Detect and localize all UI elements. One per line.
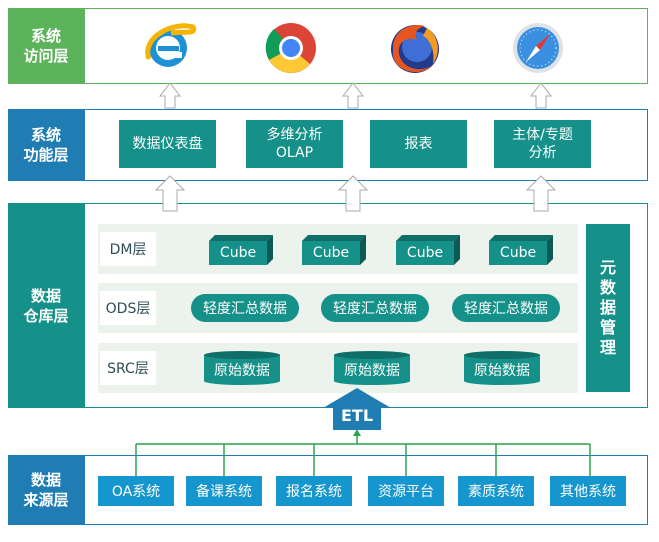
layer-label-warehouse: 数据 仓库层 [8, 203, 84, 408]
access-frame [84, 8, 648, 84]
firefox-icon [387, 20, 443, 76]
up-arrow [529, 82, 553, 109]
chrome-icon [263, 20, 319, 76]
dm-layer-label: DM层 [100, 232, 156, 266]
function-box-olap: 多维分析 OLAP [246, 120, 343, 168]
ods-summary-data: 轻度汇总数据 [452, 294, 560, 322]
ods-summary-data: 轻度汇总数据 [191, 294, 299, 322]
green-arrow-head [353, 429, 361, 436]
etl-arrow [323, 388, 391, 430]
src-raw-data-cylinder: 原始数据 [464, 351, 540, 385]
layer-label-source: 数据 来源层 [8, 455, 84, 525]
up-arrow [158, 82, 182, 109]
dm-cube: Cube [396, 235, 460, 265]
safari-icon [510, 20, 566, 76]
up-arrow [341, 82, 365, 109]
dm-cube: Cube [209, 235, 273, 265]
source-system-box: 备课系统 [186, 476, 262, 506]
metadata-management-box: 元 数 据 管 理 [586, 224, 630, 392]
dm-cube: Cube [489, 235, 553, 265]
source-system-box: 其他系统 [550, 476, 626, 506]
up-arrow [337, 175, 369, 212]
dm-cube: Cube [302, 235, 366, 265]
function-box-topic-analysis: 主体/专题 分析 [494, 120, 591, 168]
src-raw-data-cylinder: 原始数据 [334, 351, 410, 385]
ods-summary-data: 轻度汇总数据 [321, 294, 429, 322]
up-arrow [154, 175, 186, 212]
layer-label-function: 系统 功能层 [8, 109, 84, 181]
function-box-dashboard: 数据仪表盘 [119, 120, 216, 168]
function-box-report: 报表 [370, 120, 467, 168]
ie-icon [141, 19, 197, 75]
layer-label-access: 系统 访问层 [8, 8, 84, 84]
source-frame [84, 455, 648, 525]
source-system-box: 素质系统 [458, 476, 534, 506]
function-frame [84, 109, 648, 181]
src-raw-data-cylinder: 原始数据 [204, 351, 280, 385]
source-system-box: 资源平台 [368, 476, 444, 506]
etl-label: ETL [340, 405, 374, 425]
ods-layer-label: ODS层 [100, 291, 156, 325]
source-system-box: 报名系统 [276, 476, 352, 506]
source-system-box: OA系统 [98, 476, 174, 506]
src-layer-label: SRC层 [100, 351, 156, 385]
up-arrow [525, 175, 557, 212]
